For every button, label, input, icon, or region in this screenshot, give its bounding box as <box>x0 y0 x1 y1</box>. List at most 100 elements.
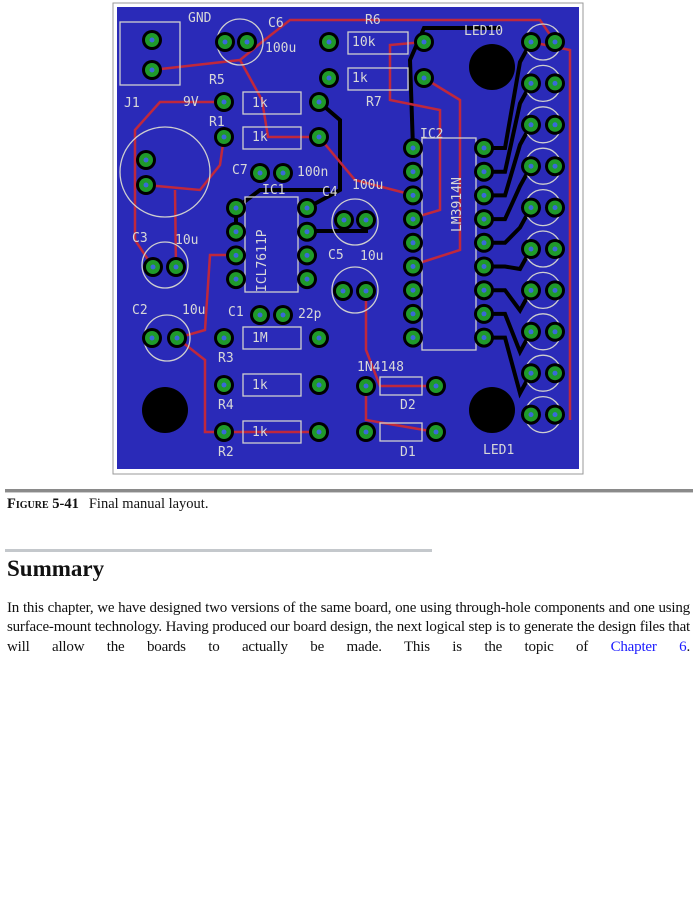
drill <box>481 287 487 293</box>
capacitor-outline <box>119 126 211 218</box>
drill <box>326 75 332 81</box>
pcb-label: 1k <box>352 71 368 86</box>
pcb-label: C1 <box>228 305 244 320</box>
drill <box>481 264 487 269</box>
copper-trace <box>412 76 462 267</box>
pcb-label: 1N4148 <box>357 360 404 375</box>
drill <box>528 80 534 86</box>
drill <box>233 276 239 282</box>
drill <box>326 39 332 45</box>
mounting-hole <box>469 44 515 90</box>
copper-trace-bottom <box>234 188 330 231</box>
pcb-label: 22p <box>298 307 322 322</box>
pcb-label: 10u <box>360 249 383 264</box>
pcb-label: C5 <box>328 248 344 263</box>
drill <box>552 329 558 335</box>
drill <box>410 192 416 198</box>
ic1-label: ICL7611P <box>255 229 270 292</box>
pcb-label: 100u <box>352 178 383 193</box>
copper-trace-bottom <box>484 248 533 272</box>
chapter-6-link[interactable]: Chapter 6 <box>610 638 687 655</box>
pcb-label: R4 <box>218 398 234 413</box>
drill <box>149 37 155 43</box>
silkscreen-outline <box>379 422 423 442</box>
pcb-label: IC1 <box>262 183 285 198</box>
drill <box>528 370 534 376</box>
drill <box>421 75 427 81</box>
mounting-hole <box>142 387 188 433</box>
drill <box>410 240 416 246</box>
copper-trace-bottom <box>484 335 533 399</box>
drill <box>410 264 416 269</box>
drill <box>481 311 487 317</box>
drill <box>143 157 149 163</box>
drill <box>316 429 322 435</box>
silkscreen-outline <box>347 31 409 55</box>
drill <box>552 122 558 128</box>
silkscreen-outline <box>242 91 302 115</box>
drill <box>481 192 487 198</box>
pcb-label: 1k <box>252 425 268 440</box>
drill <box>221 335 227 341</box>
drill <box>280 312 286 318</box>
drill <box>304 276 310 282</box>
copper-trace-bottom <box>484 206 533 245</box>
pcb-label: J1 <box>124 96 140 111</box>
drill <box>481 216 487 222</box>
section-heading: Summary <box>7 556 105 581</box>
pcb-label: LED1 <box>483 443 514 458</box>
drill <box>552 370 558 376</box>
pcb-label: C7 <box>232 163 248 178</box>
pcb-label: R5 <box>209 73 225 88</box>
drill <box>316 335 322 341</box>
pcb-label: LED10 <box>464 24 503 39</box>
drill <box>316 382 322 388</box>
drill <box>528 39 534 45</box>
drill <box>304 252 310 258</box>
copper-trace-bottom <box>306 100 342 210</box>
pcb-label: 10k <box>352 35 376 50</box>
drill <box>363 288 369 294</box>
figure-rule <box>5 489 693 493</box>
silkscreen-outline <box>242 420 302 444</box>
pcb-label: IC2 <box>420 127 443 142</box>
drill <box>410 145 416 151</box>
pcb-label: 1k <box>252 130 268 145</box>
drill <box>257 312 263 318</box>
drill <box>316 134 322 140</box>
drill <box>149 67 155 73</box>
copper-trace-bottom <box>484 165 533 222</box>
copper-trace <box>364 386 437 434</box>
pcb-label: 1k <box>252 378 268 393</box>
drill <box>363 429 369 435</box>
pcb-label: C2 <box>132 303 148 318</box>
copper-trace <box>238 59 414 197</box>
drill <box>340 288 346 294</box>
drill <box>316 99 322 105</box>
silkscreen-outline <box>244 196 299 293</box>
pcb-label: R3 <box>218 351 234 366</box>
pcb-label: 100n <box>297 165 328 180</box>
drill <box>481 335 487 341</box>
pcb-label: D1 <box>400 445 416 460</box>
drill <box>221 382 227 388</box>
copper-trace-bottom <box>484 288 533 315</box>
pcb-label: C4 <box>322 185 338 200</box>
mounting-hole <box>469 387 515 433</box>
drill <box>552 287 558 293</box>
drill <box>233 252 239 258</box>
silkscreen-outline <box>242 373 302 397</box>
drill <box>481 169 487 175</box>
drill <box>528 412 534 418</box>
drill <box>528 163 534 169</box>
pcb-label: 10u <box>182 303 205 318</box>
drill <box>481 240 487 246</box>
drill <box>528 205 534 211</box>
drill <box>304 229 310 235</box>
pcb-label: GND <box>188 11 212 26</box>
drill <box>363 383 369 389</box>
pcb-label: 10u <box>175 233 198 248</box>
copper-trace-bottom <box>484 311 533 357</box>
